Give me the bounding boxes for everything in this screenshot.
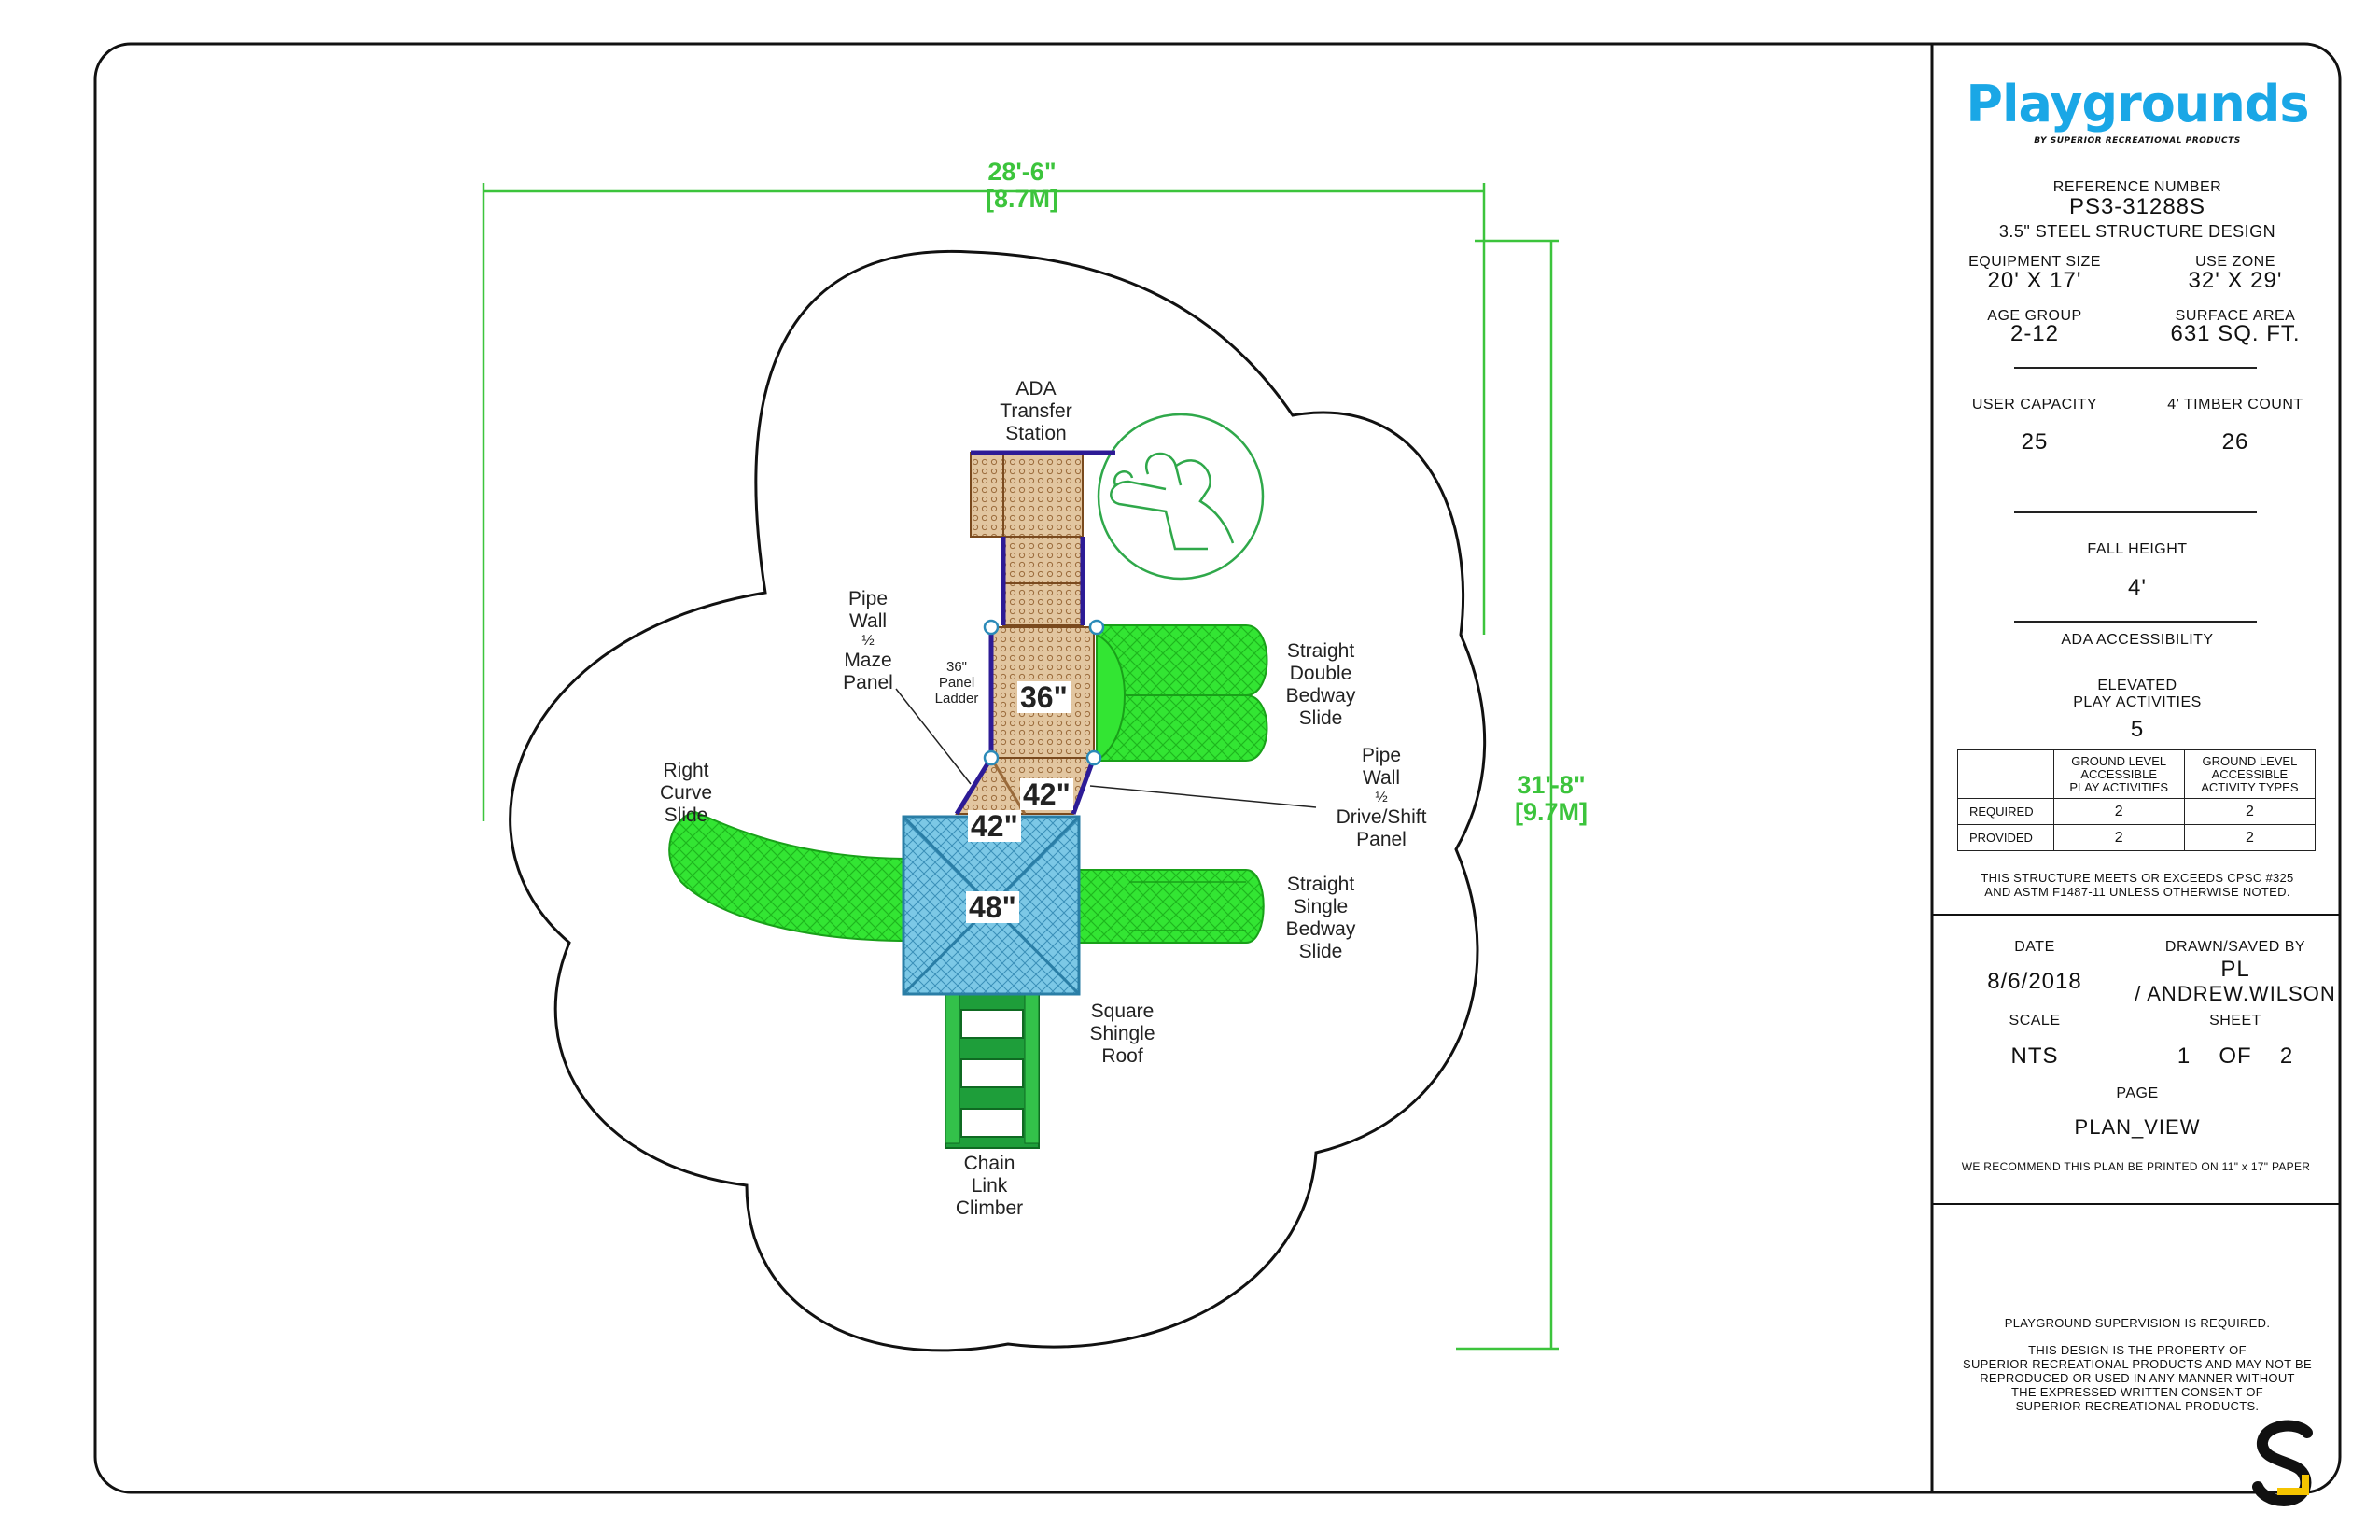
surface-area: 631 SQ. FT. <box>2170 321 2301 346</box>
timber-count: 26 <box>2221 429 2249 455</box>
page-value: PLAN_VIEW <box>2074 1115 2201 1139</box>
property-note-2: SUPERIOR RECREATIONAL PRODUCTS AND MAY N… <box>1963 1357 2312 1371</box>
sheet-total: 2 <box>2279 1043 2294 1069</box>
wheelchair-accessibility-icon <box>1097 413 1265 581</box>
rule-3 <box>2014 621 2257 623</box>
deck-42-label-left: 42" <box>968 810 1021 842</box>
table-corner-cell <box>1957 749 2054 799</box>
width-ft: 28'-6" <box>987 158 1057 186</box>
sheet-of: OF <box>2219 1043 2252 1069</box>
accessibility-table: GROUND LEVEL ACCESSIBLE PLAY ACTIVITIES … <box>1957 749 2317 851</box>
chain-link-climber-label: Chain Link Climber <box>955 1153 1024 1219</box>
square-shingle-roof-label: Square Shingle Roof <box>1089 1001 1155 1067</box>
deck-36-label: 36" <box>1017 681 1071 713</box>
straight-single-bedway-slide <box>1072 869 1265 944</box>
brand-tagline: BY SUPERIOR RECREATIONAL PRODUCTS <box>2034 136 2241 146</box>
table-header-activities: GROUND LEVEL ACCESSIBLE PLAY ACTIVITIES <box>2052 749 2185 799</box>
width-dimension <box>482 183 1486 821</box>
sheet-label: SHEET <box>2209 1013 2261 1029</box>
drawn-by-label: DRAWN/SAVED BY <box>2164 939 2306 955</box>
reference-label: REFERENCE NUMBER <box>2052 179 2222 195</box>
drawn-by-name: / ANDREW.WILSON <box>2135 982 2336 1005</box>
date-value: 8/6/2018 <box>1987 969 2082 994</box>
print-note: WE RECOMMEND THIS PLAN BE PRINTED ON 11"… <box>1961 1160 2311 1173</box>
width-m: [8.7M] <box>985 185 1058 213</box>
user-capacity-label: USER CAPACITY <box>1971 397 2098 413</box>
ada-transfer-station-label: ADA Transfer Station <box>1000 378 1072 444</box>
scale-value: NTS <box>2010 1043 2059 1069</box>
brand-logo: Playgrounds <box>1966 75 2309 133</box>
deck-48-label: 48" <box>966 891 1019 923</box>
equipment-size-label: EQUIPMENT SIZE <box>1968 254 2101 270</box>
height-dimension <box>1456 239 1559 1351</box>
user-capacity: 25 <box>2021 429 2049 455</box>
supervision-note: PLAYGROUND SUPERVISION IS REQUIRED. <box>2004 1316 2271 1330</box>
fall-height-label: FALL HEIGHT <box>2087 541 2188 557</box>
use-zone-boundary <box>509 249 1487 1352</box>
table-row: PROVIDED 2 2 <box>1957 824 2317 851</box>
height-dimension-label: 31'-8" [9.7M] <box>1486 772 1617 826</box>
leader-lines <box>895 688 1317 808</box>
use-zone: 32' X 29' <box>2188 268 2283 293</box>
table-header-types: GROUND LEVEL ACCESSIBLE ACTIVITY TYPES <box>2183 749 2317 799</box>
property-note-3: REPRODUCED OR USED IN ANY MANNER WITHOUT <box>1980 1371 2295 1385</box>
age-group: 2-12 <box>2009 321 2060 346</box>
compliance-note-2: AND ASTM F1487-11 UNLESS OTHERWISE NOTED… <box>1984 885 2290 899</box>
rule-2 <box>2014 511 2257 513</box>
pipe-wall-drive-shift-panel-label: Pipe Wall ½ Drive/Shift Panel <box>1336 745 1427 850</box>
pipe-wall-maze-panel-label: Pipe Wall ½ Maze Panel <box>843 588 893 693</box>
design-type: 3.5" STEEL STRUCTURE DESIGN <box>1998 222 2276 241</box>
date-label: DATE <box>2014 939 2055 955</box>
ada-transfer-station <box>970 450 1115 626</box>
compliance-note-1: THIS STRUCTURE MEETS OR EXCEEDS CPSC #32… <box>1981 871 2294 885</box>
straight-double-bedway-slide-label: Straight Double Bedway Slide <box>1285 640 1356 729</box>
rule-1 <box>2014 367 2257 369</box>
page-label: PAGE <box>2116 1085 2159 1101</box>
chain-link-climber <box>945 988 1040 1149</box>
elevated-count: 5 <box>2130 717 2145 742</box>
surface-area-label: SURFACE AREA <box>2175 308 2296 324</box>
elevated-label-2: PLAY ACTIVITIES <box>2073 694 2202 710</box>
deck-42-label-right: 42" <box>1020 778 1073 810</box>
drawn-by-initials: PL <box>2220 957 2250 982</box>
straight-single-bedway-slide-label: Straight Single Bedway Slide <box>1285 874 1356 962</box>
timber-count-label: 4' TIMBER COUNT <box>2167 397 2303 413</box>
right-curve-slide <box>668 810 911 943</box>
sheet-border <box>93 42 2342 1494</box>
panel-ladder-label: 36" Panel Ladder <box>934 659 979 707</box>
deck-posts <box>983 619 1105 766</box>
property-note-4: THE EXPRESSED WRITTEN CONSENT OF <box>2010 1385 2264 1399</box>
elevated-label-1: ELEVATED <box>2097 678 2177 693</box>
superior-s-logo-icon <box>2252 1420 2313 1507</box>
age-group-label: AGE GROUP <box>1987 308 2082 324</box>
sheet-number: 1 <box>2177 1043 2191 1069</box>
use-zone-label: USE ZONE <box>2195 254 2275 270</box>
equipment-size: 20' X 17' <box>1987 268 2082 293</box>
scale-label: SCALE <box>2009 1013 2061 1029</box>
ada-accessibility-label: ADA ACCESSIBILITY <box>2061 632 2214 648</box>
height-ft: 31'-8" <box>1517 771 1586 799</box>
height-m: [9.7M] <box>1514 798 1588 826</box>
reference-number: PS3-31288S <box>2068 194 2206 219</box>
width-dimension-label: 28'-6" [8.7M] <box>947 159 1097 213</box>
right-curve-slide-label: Right Curve Slide <box>659 760 713 826</box>
table-row: REQUIRED 2 2 <box>1957 798 2317 825</box>
fall-height: 4' <box>2128 575 2147 600</box>
property-note-1: THIS DESIGN IS THE PROPERTY OF <box>2028 1343 2247 1357</box>
straight-double-bedway-slide <box>1096 624 1268 763</box>
property-note-5: SUPERIOR RECREATIONAL PRODUCTS. <box>2015 1399 2260 1413</box>
